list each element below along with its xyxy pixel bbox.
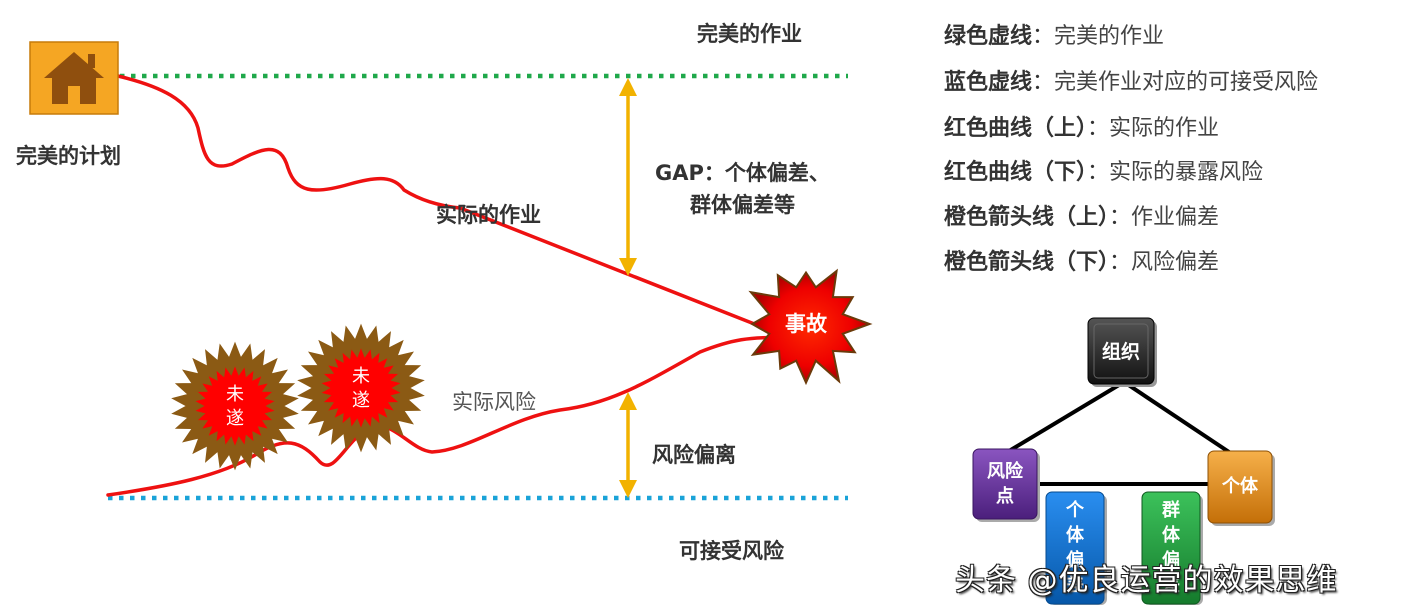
acceptable-risk-label: 可接受风险 [679, 539, 784, 563]
blue-char-0: 个 [1065, 499, 1085, 521]
gap-label-line1: GAP：个体偏差、 [655, 161, 830, 185]
org-box-group-deviation: 群 体 偏 差 [1141, 491, 1203, 605]
actual-work-label: 实际的作业 [436, 203, 541, 227]
green-char-0: 群 [1162, 499, 1180, 521]
perfect-work-label: 完美的作业 [697, 22, 802, 46]
legend-key: 红色曲线（下） [944, 160, 1088, 185]
legend-sep: ： [1032, 70, 1055, 95]
org-right-label: 个体 [1221, 475, 1259, 497]
work-deviation-arrow [619, 78, 637, 276]
green-char-1: 体 [1162, 524, 1181, 546]
accident-label: 事故 [785, 311, 828, 336]
legend-row: 橙色箭头线（下）：风险偏差 [944, 244, 1219, 276]
legend-value: 完美的作业 [1054, 24, 1165, 49]
blue-char-1: 体 [1066, 524, 1085, 546]
near-miss-label-1a: 未 [226, 384, 244, 405]
org-left-label-1: 风险 [987, 460, 1024, 482]
near-miss-star-icon [171, 341, 299, 471]
legend-sep: ： [1032, 24, 1055, 49]
org-left-label-2: 点 [996, 485, 1014, 507]
org-top-label: 组织 [1102, 340, 1140, 363]
org-box-individual-deviation: 个 体 偏 差 [1045, 491, 1107, 605]
legend-value: 实际的暴露风险 [1109, 160, 1264, 185]
near-miss-label-2b: 遂 [352, 390, 370, 411]
legend-row: 橙色箭头线（上）：作业偏差 [944, 199, 1219, 231]
legend-key: 红色曲线（上） [944, 116, 1088, 141]
org-box-risk-point: 风险 点 [972, 448, 1040, 522]
actual-work-curve [116, 74, 792, 340]
legend-sep: ： [1109, 205, 1132, 230]
legend-key: 橙色箭头线（下） [944, 250, 1110, 275]
org-box-organization: 组织 [1087, 317, 1157, 387]
accident-star-icon [748, 268, 873, 386]
near-miss-label-2a: 未 [352, 366, 370, 387]
house-icon [29, 41, 119, 115]
risk-deviation-label: 风险偏离 [652, 443, 736, 467]
legend-row: 红色曲线（下）：实际的暴露风险 [944, 154, 1263, 186]
legend-row: 绿色虚线：完美的作业 [944, 18, 1164, 50]
blue-char-3: 差 [1066, 574, 1084, 596]
legend-value: 实际的作业 [1109, 116, 1220, 141]
near-miss-label-1b: 遂 [226, 408, 244, 429]
legend-sep: ： [1109, 250, 1132, 275]
legend-sep: ： [1087, 116, 1110, 141]
legend-key: 蓝色虚线 [944, 70, 1033, 95]
actual-risk-label: 实际风险 [452, 390, 536, 414]
watermark-text: 头条 @优良运营的效果思维 [955, 563, 1338, 598]
legend-key: 绿色虚线 [944, 24, 1033, 49]
green-char-2: 偏 [1162, 549, 1180, 571]
risk-deviation-arrow [619, 392, 637, 498]
perfect-plan-label: 完美的计划 [16, 144, 121, 168]
legend-row: 红色曲线（上）：实际的作业 [944, 110, 1219, 142]
legend-row: 蓝色虚线：完美作业对应的可接受风险 [944, 64, 1318, 96]
blue-char-2: 偏 [1066, 549, 1084, 571]
org-chart-connectors [1002, 380, 1240, 486]
green-char-3: 差 [1162, 574, 1180, 596]
legend-key: 橙色箭头线（上） [944, 205, 1110, 230]
legend-value: 完美作业对应的可接受风险 [1054, 70, 1319, 95]
legend-value: 风险偏差 [1131, 250, 1220, 275]
legend-sep: ： [1087, 160, 1110, 185]
near-miss-star-icon [297, 323, 425, 453]
gap-label-line2: 群体偏差等 [690, 193, 795, 217]
actual-risk-curve [106, 335, 792, 497]
legend-value: 作业偏差 [1131, 205, 1220, 230]
org-box-individual: 个体 [1207, 450, 1275, 526]
